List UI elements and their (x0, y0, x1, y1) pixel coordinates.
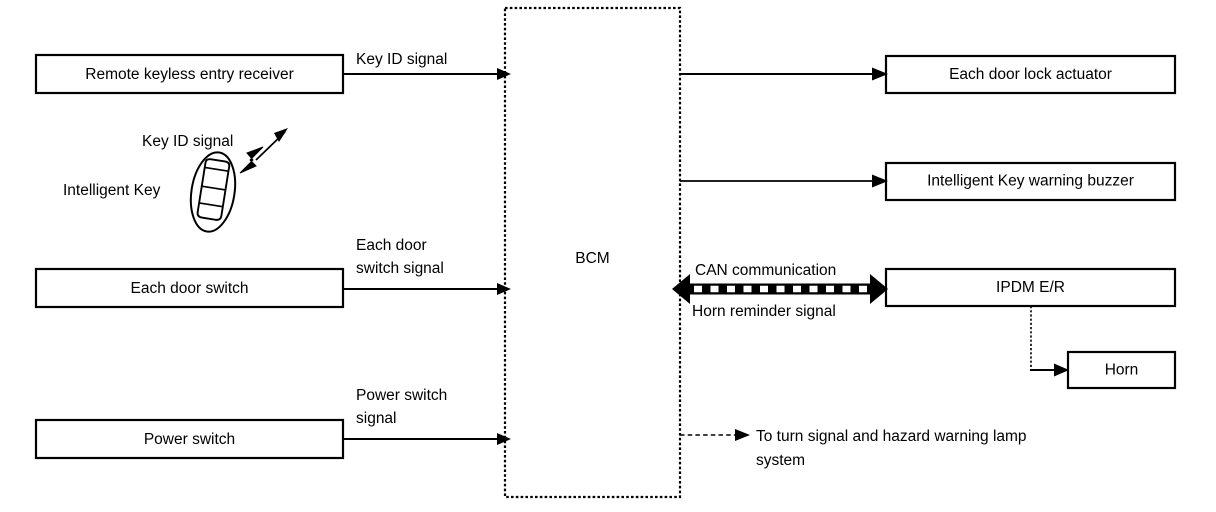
connector-bcm-to-door-lock-actuator-arrowhead (872, 67, 888, 81)
label-each-door-switch-signal-line2: switch signal (356, 260, 444, 277)
block-intelligent-key-warning-buzzer[interactable]: Intelligent Key warning buzzer (884, 161, 1177, 202)
block-bcm[interactable]: BCM (503, 6, 682, 499)
key-fob-divider-middle (201, 185, 226, 191)
block-horn-rect (1066, 350, 1177, 390)
label-power-switch-signal-line2: signal (356, 410, 397, 427)
connector-can-communication: CAN communication Horn reminder signal (672, 262, 888, 320)
label-power-switch-signal-line1: Power switch (356, 387, 447, 404)
connector-receiver-to-bcm: Key ID signal (343, 51, 511, 80)
block-each-door-switch[interactable]: Each door switch (34, 267, 345, 309)
block-power-switch-rect (34, 418, 345, 460)
label-to-turn-signal-line1: To turn signal and hazard warning lamp (756, 428, 1027, 445)
lightning-bolt-zigzag (239, 146, 264, 174)
block-each-door-switch-rect (34, 267, 345, 309)
block-each-door-lock-actuator[interactable]: Each door lock actuator (884, 54, 1177, 95)
block-power-switch-label: Power switch (144, 431, 235, 448)
block-bcm-rect (503, 6, 682, 499)
connector-power-switch-to-bcm-arrowhead (497, 433, 511, 445)
connector-door-switch-to-bcm: Each door switch signal (343, 237, 511, 295)
block-intelligent-key-warning-buzzer-rect (884, 161, 1177, 202)
lightning-bolt-arrowhead (274, 128, 288, 142)
connector-bcm-to-turn-signal-system: To turn signal and hazard warning lamp s… (680, 428, 1027, 469)
intelligent-key-group: Intelligent Key Key ID signal (63, 128, 288, 233)
block-each-door-switch-label: Each door switch (130, 280, 248, 297)
label-intelligent-key: Intelligent Key (63, 182, 161, 199)
label-horn-reminder-signal: Horn reminder signal (692, 303, 836, 320)
connector-bcm-to-warning-buzzer (680, 174, 888, 188)
can-arrowhead-right (870, 274, 888, 304)
block-horn[interactable]: Horn (1066, 350, 1177, 390)
block-power-switch[interactable]: Power switch (34, 418, 345, 460)
label-each-door-switch-signal-line1: Each door (356, 237, 427, 254)
connector-door-switch-to-bcm-arrowhead (497, 283, 511, 295)
connector-ipdm-to-horn (1030, 306, 1069, 377)
block-remote-keyless-entry-receiver[interactable]: Remote keyless entry receiver (34, 53, 345, 95)
label-to-turn-signal-line2: system (756, 452, 805, 469)
label-key-id-signal-wireless: Key ID signal (142, 133, 233, 150)
connector-bcm-to-turn-signal-arrowhead (735, 429, 750, 441)
key-fob-icon (189, 151, 237, 233)
can-arrowhead-left (672, 274, 690, 304)
label-can-communication: CAN communication (695, 262, 836, 279)
block-each-door-lock-actuator-label: Each door lock actuator (949, 66, 1112, 83)
key-fob-divider-bottom (198, 202, 223, 208)
block-bcm-label: BCM (575, 250, 609, 267)
connector-ipdm-to-horn-arrowhead (1054, 363, 1069, 377)
block-remote-keyless-entry-receiver-rect (34, 53, 345, 95)
block-ipdm-er-label: IPDM E/R (996, 279, 1065, 296)
lightning-bolt-icon (239, 128, 288, 174)
connector-power-switch-to-bcm: Power switch signal (343, 387, 511, 445)
block-ipdm-er[interactable]: IPDM E/R (884, 267, 1177, 308)
block-remote-keyless-entry-receiver-label: Remote keyless entry receiver (85, 66, 293, 83)
block-horn-label: Horn (1105, 362, 1139, 379)
key-fob-divider-top (204, 166, 229, 172)
block-each-door-lock-actuator-rect (884, 54, 1177, 95)
block-intelligent-key-warning-buzzer-label: Intelligent Key warning buzzer (927, 173, 1134, 190)
connector-receiver-to-bcm-arrowhead (497, 68, 511, 80)
connector-bcm-to-door-lock-actuator (680, 67, 888, 81)
label-key-id-signal-wired: Key ID signal (356, 51, 447, 68)
connector-bcm-to-warning-buzzer-arrowhead (872, 174, 888, 188)
